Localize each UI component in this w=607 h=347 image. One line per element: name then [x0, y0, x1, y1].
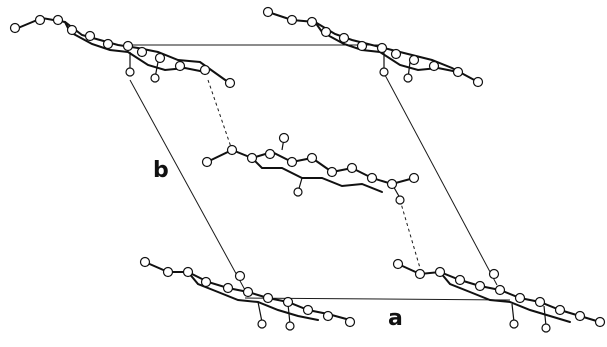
- atom: [136, 46, 148, 58]
- atom: [286, 14, 298, 26]
- atom: [474, 280, 486, 292]
- atom: [366, 172, 378, 184]
- atom: [278, 132, 290, 144]
- atom: [574, 310, 586, 322]
- atom: [509, 319, 519, 329]
- hbond-upper: [207, 79, 233, 151]
- atom: [494, 284, 506, 296]
- atom: [293, 187, 303, 197]
- atom: [408, 172, 420, 184]
- atom: [34, 14, 46, 26]
- atom: [306, 152, 318, 164]
- atom: [199, 64, 211, 76]
- mol-tr-backbone: [267, 11, 479, 83]
- atom: [488, 268, 500, 280]
- atom: [428, 60, 440, 72]
- hbond-lower: [399, 199, 421, 269]
- atom: [162, 266, 174, 278]
- atom: [472, 76, 484, 88]
- atom: [408, 54, 420, 66]
- atom: [356, 40, 368, 52]
- atom: [434, 266, 446, 278]
- atom: [257, 319, 267, 329]
- atom: [390, 48, 402, 60]
- atom: [262, 6, 274, 18]
- atom: [242, 286, 254, 298]
- molecule-top-right: [262, 6, 484, 88]
- mol-bl-sub1: [257, 301, 263, 323]
- atom: [200, 276, 212, 288]
- atom: [302, 304, 314, 316]
- atom: [182, 266, 194, 278]
- mol-mid-ring: [251, 157, 383, 193]
- mol-br-sub1: [511, 303, 515, 323]
- atom: [344, 316, 356, 328]
- atom: [52, 14, 64, 26]
- atom: [286, 156, 298, 168]
- atom: [379, 67, 389, 77]
- axis-label-b: b: [153, 158, 169, 183]
- atom: [320, 26, 332, 38]
- atom: [534, 296, 546, 308]
- atom: [346, 162, 358, 174]
- atom: [403, 73, 413, 83]
- molecule-middle: [201, 132, 420, 205]
- atom: [326, 166, 338, 178]
- atom: [201, 156, 213, 168]
- mol-tl-backbone: [17, 16, 229, 83]
- molecule-top-left: [9, 14, 236, 89]
- atom: [102, 38, 114, 50]
- atom: [395, 195, 405, 205]
- cell-edge-left: [129, 79, 246, 291]
- unit-cell: [129, 44, 511, 301]
- atom: [226, 144, 238, 156]
- atom: [139, 256, 151, 268]
- atom: [174, 60, 186, 72]
- atom: [150, 73, 160, 83]
- atom: [514, 292, 526, 304]
- axis-label-a: a: [388, 306, 403, 331]
- atom: [234, 270, 246, 282]
- atom: [224, 77, 236, 89]
- atom: [386, 178, 398, 190]
- atom: [154, 52, 166, 64]
- atom: [282, 296, 294, 308]
- atom: [264, 148, 276, 160]
- atom: [338, 32, 350, 44]
- cell-edge-right: [384, 74, 498, 286]
- atom: [66, 24, 78, 36]
- atom: [322, 310, 334, 322]
- atom: [452, 66, 464, 78]
- atom: [306, 16, 318, 28]
- molecule-bottom-left: [139, 256, 356, 331]
- hydrogen-bonds: [207, 79, 421, 269]
- atom: [9, 22, 21, 34]
- atom: [414, 268, 426, 280]
- atom: [541, 323, 551, 333]
- atom: [594, 316, 606, 328]
- mol-bl-sub2: [287, 303, 291, 325]
- molecule-bottom-right: [392, 258, 606, 333]
- mol-br-sub2: [543, 305, 547, 327]
- atom: [84, 30, 96, 42]
- atom: [554, 304, 566, 316]
- mol-bl-ring: [187, 271, 319, 321]
- atom: [222, 282, 234, 294]
- atom: [262, 292, 274, 304]
- atom: [392, 258, 404, 270]
- mol-br-ring: [439, 271, 571, 323]
- atom: [246, 152, 258, 164]
- atom: [376, 42, 388, 54]
- atom: [122, 40, 134, 52]
- atom: [454, 274, 466, 286]
- atom: [125, 67, 135, 77]
- atom: [285, 321, 295, 331]
